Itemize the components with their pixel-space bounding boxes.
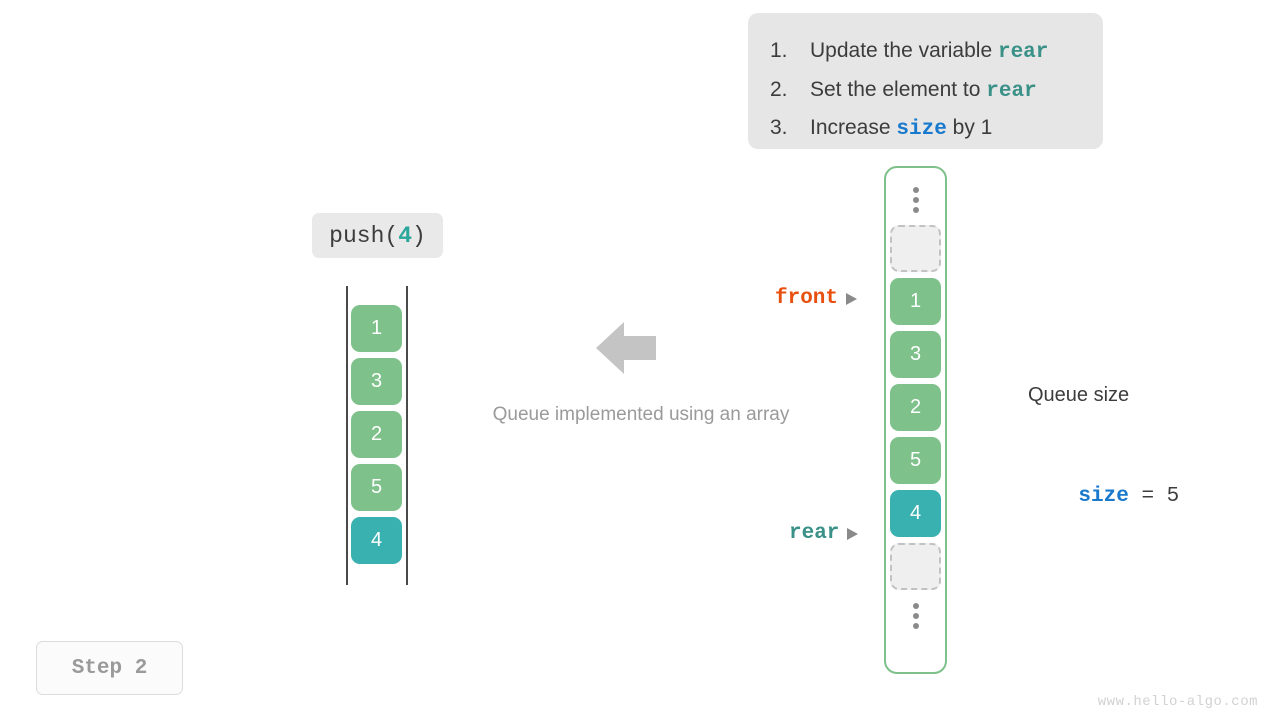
size-value: 5	[1166, 485, 1180, 508]
rear-pointer: rear	[789, 522, 859, 545]
array-cell: 3	[890, 331, 941, 378]
physical-array: 1 3 2 5 4	[884, 166, 947, 674]
queue-cell: 5	[351, 464, 402, 511]
pointer-arrow-icon	[846, 292, 858, 305]
queue-cell: 3	[351, 358, 402, 405]
front-pointer: front	[775, 287, 858, 310]
array-cell-empty	[890, 543, 941, 590]
instruction-text: Increase	[810, 116, 897, 139]
pointer-arrow-icon	[847, 527, 859, 540]
instruction-item: 1. Update the variable rear	[770, 33, 1103, 72]
instruction-code-token: rear	[986, 79, 1037, 103]
instruction-text: Update the variable	[810, 39, 998, 62]
watermark: www.hello-algo.com	[1097, 694, 1258, 710]
physical-array-cells: 1 3 2 5 4	[890, 180, 941, 635]
logical-queue: 1 3 2 5 4	[346, 286, 408, 585]
instruction-code-token: size	[896, 118, 947, 141]
dot	[912, 206, 919, 213]
instruction-code-token: rear	[997, 41, 1049, 64]
operation-close-paren: )	[412, 222, 426, 249]
dot	[912, 186, 919, 193]
instruction-text-post: by 1	[946, 116, 993, 139]
instruction-item: 3. Increase size by 1	[770, 110, 1103, 149]
array-cell: 1	[890, 278, 941, 325]
instruction-number: 1.	[770, 39, 788, 62]
instruction-text: Set the element to	[810, 77, 987, 101]
front-pointer-label: front	[775, 287, 839, 310]
operation-argument: 4	[398, 222, 412, 249]
queue-cell: 2	[351, 411, 402, 458]
size-variable: size	[1078, 485, 1129, 508]
queue-cell-highlight: 4	[351, 517, 402, 564]
size-readout: Queue size size = 5	[1028, 344, 1179, 566]
array-cell: 2	[890, 384, 941, 431]
instruction-number: 2.	[770, 77, 788, 101]
operation-label: push( 4 )	[312, 213, 443, 258]
queue-cell: 1	[351, 305, 402, 352]
array-cell-highlight: 4	[890, 490, 941, 537]
bracket-left-line	[346, 286, 348, 585]
logical-queue-cells: 1 3 2 5 4	[351, 305, 402, 564]
left-arrow-icon	[596, 322, 656, 374]
rear-pointer-label: rear	[789, 522, 840, 545]
array-caption: Queue implemented using an array	[492, 404, 790, 425]
step-badge: Step 2	[36, 641, 183, 695]
instruction-item: 2. Set the element to rear	[770, 72, 1103, 111]
dot	[912, 602, 919, 609]
bracket-right-line	[406, 286, 408, 585]
ellipsis-dots-bottom	[912, 596, 919, 635]
dot	[912, 612, 919, 619]
array-cell-empty	[890, 225, 941, 272]
ellipsis-dots-top	[912, 180, 919, 219]
instruction-number: 3.	[770, 116, 788, 139]
array-cell: 5	[890, 437, 941, 484]
size-title: Queue size	[1028, 384, 1130, 406]
dot	[912, 622, 919, 629]
operation-name: push(	[329, 222, 399, 249]
size-expression: size = 5	[1028, 446, 1179, 548]
dot	[912, 196, 919, 203]
size-operator: =	[1128, 485, 1167, 508]
instruction-panel: 1. Update the variable rear 2. Set the e…	[748, 13, 1103, 149]
